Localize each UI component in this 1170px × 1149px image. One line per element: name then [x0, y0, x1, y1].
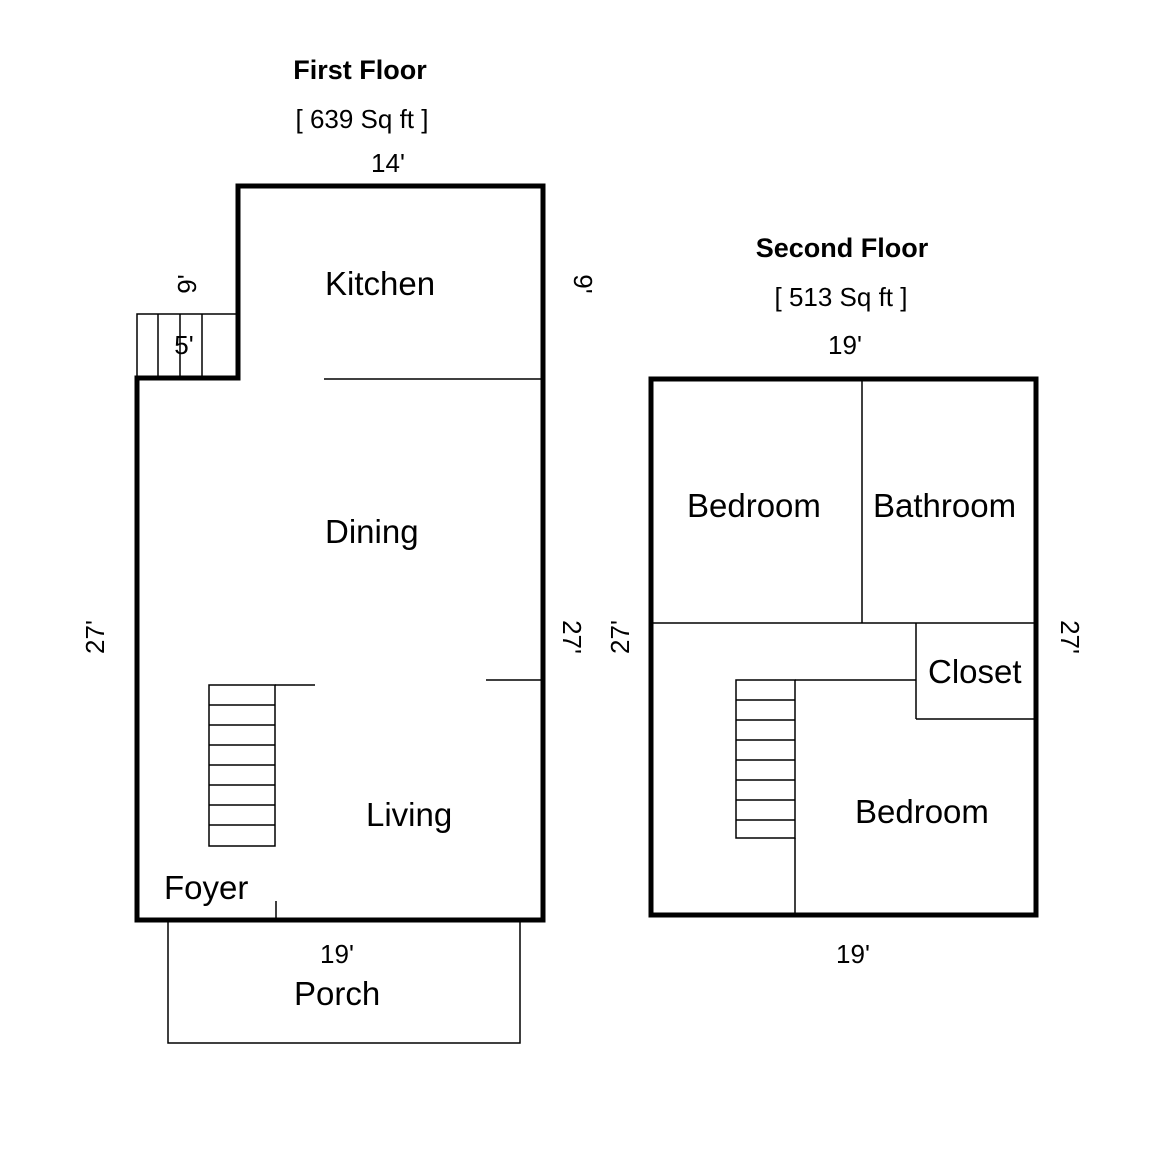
dimension-first-top: 14' [371, 148, 405, 178]
exterior-stair-outline [136, 313, 239, 379]
dimension-second-right: 27' [1055, 620, 1085, 654]
room-label-closet: Closet [928, 653, 1022, 690]
second-floor-outer-wall [648, 376, 1039, 918]
first-floor-staircase [208, 684, 276, 847]
second-floor-title: Second Floor [756, 233, 929, 263]
room-label-kitchen: Kitchen [325, 265, 435, 302]
dimension-first-bottom: 19' [320, 939, 354, 969]
second-floor-area: [ 513 Sq ft ] [775, 282, 908, 312]
room-label-living: Living [366, 796, 452, 833]
dimension-second-bottom: 19' [836, 939, 870, 969]
dimension-second-left: 27' [605, 620, 635, 654]
dimension-first-stair-width: 5' [174, 330, 193, 360]
porch-outline [167, 922, 521, 1044]
exterior-side-stairs [136, 313, 239, 379]
dimension-first-kitchen-left: 9' [172, 274, 202, 293]
room-label-dining: Dining [325, 513, 419, 550]
room-label-porch: Porch [294, 975, 380, 1012]
room-label-bathroom: Bathroom [873, 487, 1016, 524]
dimension-first-right: 27' [557, 620, 587, 654]
second-floor: Second Floor [ 513 Sq ft ] Bedroom Bathr… [605, 233, 1085, 969]
room-label-foyer: Foyer [164, 869, 248, 906]
dimension-second-top: 19' [828, 330, 862, 360]
dimension-first-kitchen-right: 9' [568, 274, 598, 293]
first-floor: First Floor [ 639 Sq ft ] [80, 55, 598, 1044]
dimension-first-left: 27' [80, 620, 110, 654]
second-floor-staircase [735, 679, 796, 839]
room-label-bedroom-1: Bedroom [687, 487, 821, 524]
room-label-bedroom-2: Bedroom [855, 793, 989, 830]
first-floor-title: First Floor [293, 55, 427, 85]
first-floor-area: [ 639 Sq ft ] [296, 104, 429, 134]
staircase-outline [735, 679, 796, 839]
